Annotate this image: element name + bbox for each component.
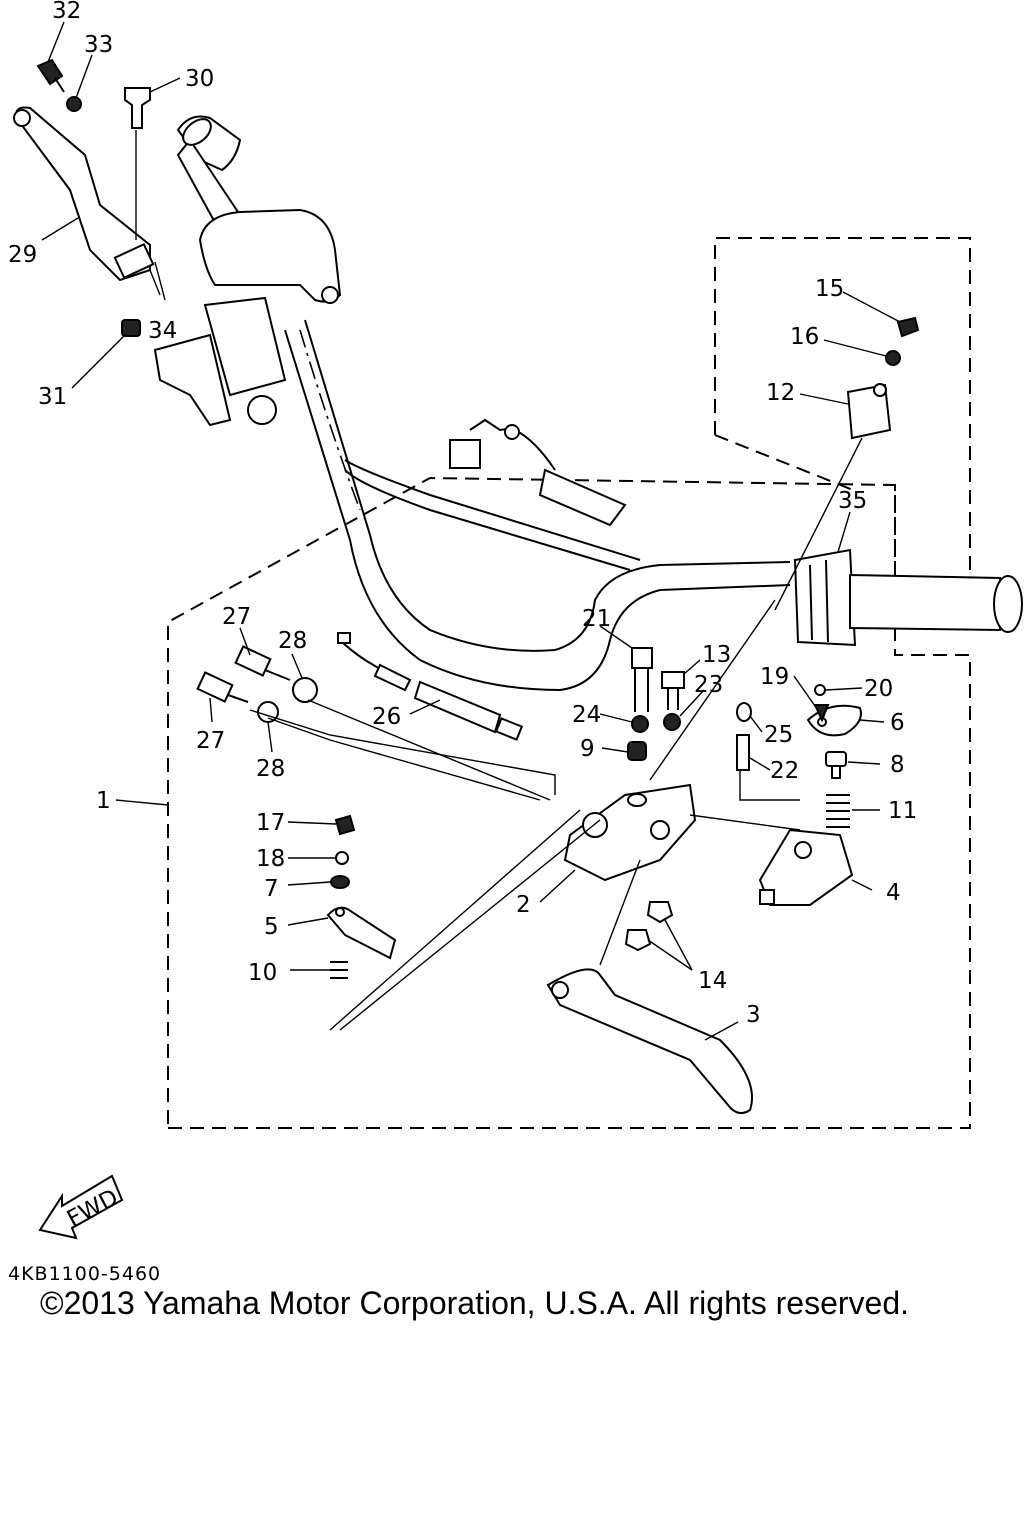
fwd-arrow-icon: FWD [38, 1174, 124, 1240]
callout-leaders [41, 21, 901, 1041]
callout-28-upper: 28 [278, 628, 307, 654]
assembly-box-12-link [714, 434, 859, 493]
bolt-32 [36, 58, 65, 93]
washer-33 [66, 96, 82, 112]
callout-25: 25 [764, 722, 793, 748]
callout-9: 9 [580, 736, 595, 762]
washer-24 [631, 715, 649, 733]
screw-15 [896, 316, 920, 338]
callout-22: 22 [770, 758, 799, 784]
callout-21: 21 [582, 606, 611, 632]
callout-12: 12 [766, 380, 795, 406]
nut-28a [292, 677, 318, 703]
pin-22 [736, 734, 750, 771]
screw-19 [813, 704, 830, 723]
cap-25 [736, 702, 752, 722]
adjuster-27a [234, 645, 291, 681]
bolt-21 [631, 647, 653, 712]
callout-6: 6 [890, 710, 905, 736]
spring-11 [826, 794, 850, 828]
callout-8: 8 [890, 752, 905, 778]
cable-switch-26 [337, 632, 524, 741]
adjuster-27b [196, 671, 249, 703]
nut-14a [646, 901, 674, 924]
left-switch-housing [153, 208, 342, 427]
callout-3: 3 [746, 1002, 761, 1028]
callout-1: 1 [96, 788, 111, 814]
switch-body-4 [758, 828, 854, 906]
callout-33: 33 [84, 32, 113, 58]
callout-30: 30 [185, 66, 214, 92]
washer-7 [330, 875, 350, 889]
nut-9 [627, 741, 647, 761]
nut-31 [121, 319, 141, 337]
spring-34 [149, 261, 166, 301]
washer-16 [885, 350, 901, 366]
callout-15: 15 [815, 276, 844, 302]
callout-27-upper: 27 [222, 604, 251, 630]
callout-20: 20 [864, 676, 893, 702]
callout-32: 32 [52, 0, 81, 24]
plunger-8 [825, 751, 847, 779]
lever-holder-2 [563, 783, 697, 882]
washer-23 [663, 713, 681, 731]
callout-27-lower: 27 [196, 728, 225, 754]
washer-18 [335, 851, 349, 865]
callout-10: 10 [248, 960, 277, 986]
copyright-notice: ©2013 Yamaha Motor Corporation, U.S.A. A… [40, 1285, 910, 1321]
spring-10 [330, 961, 348, 979]
lever-3 [546, 968, 753, 1115]
callout-18: 18 [256, 846, 285, 872]
callout-29: 29 [8, 242, 37, 268]
callout-14: 14 [698, 968, 727, 994]
wire-connector [449, 418, 627, 527]
handlebar-tube [284, 319, 791, 692]
bolt-13 [661, 671, 685, 710]
plate-6 [806, 704, 862, 737]
nut-28b [257, 701, 279, 723]
washer-20 [814, 684, 826, 696]
callout-4: 4 [886, 880, 901, 906]
clamp-12 [846, 383, 892, 440]
part-code: 4KB1100-5460 [8, 1263, 162, 1285]
callout-31: 31 [38, 384, 67, 410]
callout-11: 11 [888, 798, 917, 824]
callout-7: 7 [264, 876, 279, 902]
lever-pivot-bolt-30 [124, 87, 151, 240]
callout-24: 24 [572, 702, 601, 728]
callout-35: 35 [838, 488, 867, 514]
callout-5: 5 [264, 914, 279, 940]
left-clutch-lever [13, 106, 155, 282]
callout-19: 19 [760, 664, 789, 690]
callout-28-lower: 28 [256, 756, 285, 782]
callout-26: 26 [372, 704, 401, 730]
assembly-reference-lines [249, 437, 863, 1031]
right-grip-and-switch-35 [793, 548, 1023, 647]
callout-17: 17 [256, 810, 285, 836]
switch-plate-5 [326, 906, 397, 960]
nut-14b [624, 929, 652, 952]
callout-numbers: 32 33 30 29 34 31 15 16 12 35 21 13 19 2… [8, 0, 917, 1028]
assembly-box-12-outline [714, 237, 971, 586]
callout-2: 2 [516, 892, 531, 918]
callout-13: 13 [702, 642, 731, 668]
callout-23: 23 [694, 672, 723, 698]
callout-16: 16 [790, 324, 819, 350]
callout-34: 34 [148, 318, 177, 344]
screw-17 [334, 814, 356, 836]
